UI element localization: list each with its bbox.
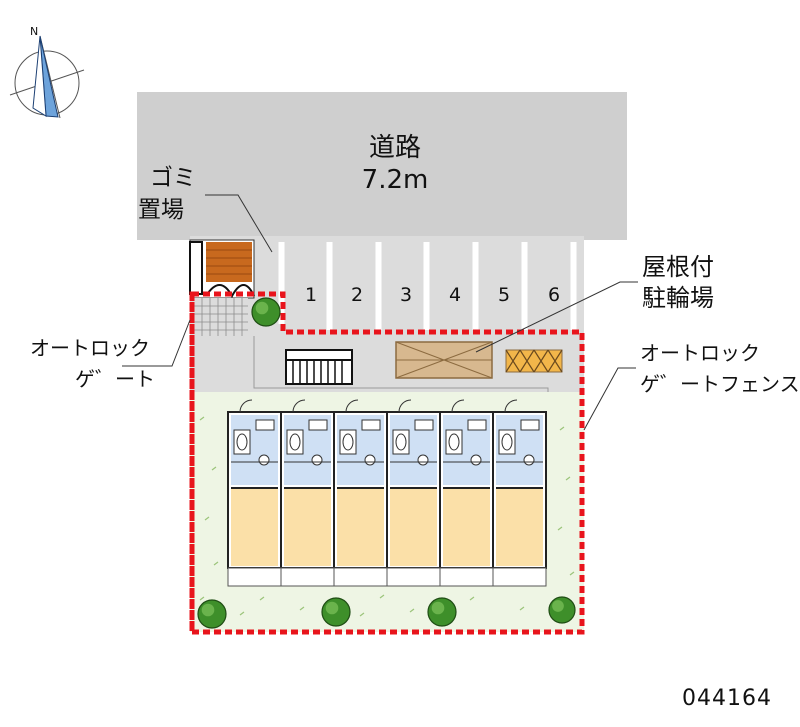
leader-lines [122, 194, 638, 431]
unit-room [337, 488, 384, 566]
bath-tub [498, 429, 516, 455]
road-width: 7.2m [361, 165, 429, 195]
unit-room [496, 488, 543, 566]
tree-icon [548, 596, 576, 624]
tree-icon [197, 599, 227, 629]
kitchen-counter [308, 419, 328, 431]
bath-basin [236, 433, 248, 451]
bike-rack [505, 349, 563, 373]
balcony [492, 567, 547, 587]
parking-space-number: 6 [547, 284, 561, 306]
trees [197, 297, 576, 629]
toilet [311, 454, 323, 466]
auto-lock-fence-label-line2: ゲ゛ートフェンス [640, 372, 800, 396]
apartment-unit [492, 399, 547, 569]
door-swing [398, 399, 412, 413]
parking-space-number: 3 [399, 284, 413, 306]
kitchen-counter [467, 419, 487, 431]
tree-highlight [431, 601, 445, 615]
bath-basin [501, 433, 513, 451]
apartment-unit [333, 399, 388, 569]
auto-lock-fence [189, 291, 585, 635]
tree-highlight [325, 601, 339, 615]
balcony [333, 567, 388, 587]
toilet [523, 454, 535, 466]
unit-room [443, 488, 490, 566]
garbage-area-label-line1: ゴミ [150, 165, 196, 191]
tree-highlight [255, 301, 269, 315]
tree-icon [251, 297, 281, 327]
auto-lock-fence-label-line1: オートロック [640, 341, 760, 365]
unit-room [390, 488, 437, 566]
door-swing [239, 399, 253, 413]
parking-space-number: 2 [350, 284, 364, 306]
toilet [258, 454, 270, 466]
bike-parking-label-line2: 駐輪場 [642, 284, 714, 312]
apartment-unit [439, 399, 494, 569]
toilet [470, 454, 482, 466]
apartment-units [227, 399, 547, 569]
stairs [285, 349, 353, 385]
tree-highlight [201, 603, 215, 617]
bath-tub [392, 429, 410, 455]
reference-number: 044164 [682, 686, 772, 711]
parking-space-lines [278, 242, 577, 330]
balcony [386, 567, 441, 587]
bath-tub [286, 429, 304, 455]
toilet [364, 454, 376, 466]
bath-tub [339, 429, 357, 455]
tree-icon [321, 597, 351, 627]
bike-roof-lines [395, 341, 493, 379]
bike-parking-label-line1: 屋根付 [642, 253, 714, 281]
balcony [227, 567, 282, 587]
parking-space-number: 5 [497, 284, 511, 306]
kitchen-counter [255, 419, 275, 431]
road-label: 道路 [368, 133, 421, 163]
parking-space-number: 1 [304, 284, 318, 306]
road [137, 92, 627, 240]
balcony [439, 567, 494, 587]
garbage-area-label-line2: 置場 [138, 197, 184, 223]
apartment-unit [386, 399, 441, 569]
bath-tub [233, 429, 251, 455]
door-swing [451, 399, 465, 413]
kitchen-counter [414, 419, 434, 431]
lawn-texture [199, 416, 575, 617]
kitchen-counter [361, 419, 381, 431]
garbage-bin [189, 241, 203, 295]
compass-rose-icon [9, 35, 85, 119]
tree-highlight [552, 600, 564, 612]
bath-basin [395, 433, 407, 451]
balcony [280, 567, 335, 587]
auto-lock-gate-label-line1: オートロック [30, 336, 150, 360]
unit-room [284, 488, 331, 566]
apartment-unit [280, 399, 335, 569]
door-swing [292, 399, 306, 413]
bath-basin [342, 433, 354, 451]
door-swing [345, 399, 359, 413]
bath-basin [448, 433, 460, 451]
toilet [417, 454, 429, 466]
auto-lock-gate-label-line2: ゲ゛ート [75, 367, 155, 391]
bath-basin [289, 433, 301, 451]
balconies [227, 567, 547, 587]
compass-north-label: N [30, 25, 39, 38]
kitchen-counter [520, 419, 540, 431]
garbage-brick [206, 242, 252, 282]
parking-space-number: 4 [448, 284, 462, 306]
bath-tub [445, 429, 463, 455]
unit-room [231, 488, 278, 566]
apartment-unit [227, 399, 282, 569]
door-swing [504, 399, 518, 413]
garbage-brick-pattern [206, 249, 252, 275]
tree-icon [427, 597, 457, 627]
